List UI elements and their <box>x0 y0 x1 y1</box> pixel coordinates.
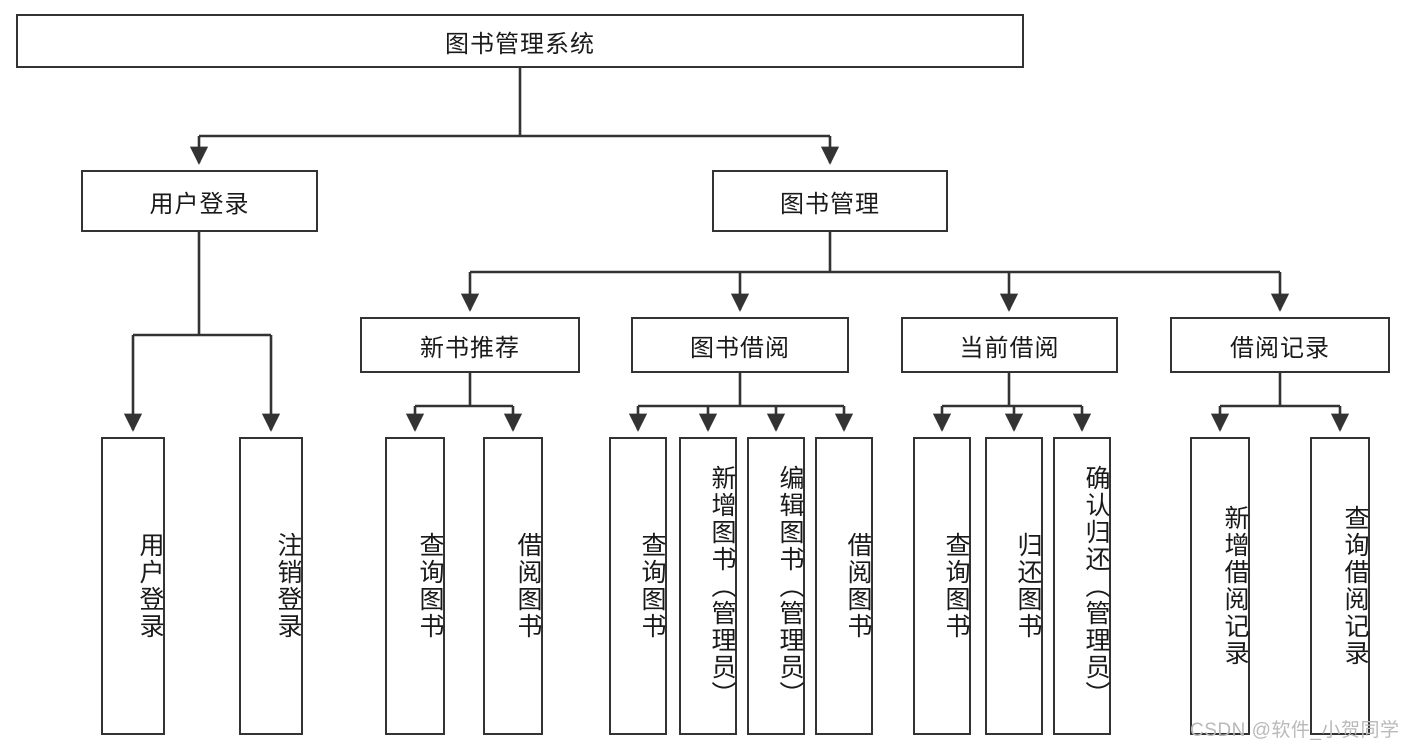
leaf-node[interactable]: 查询图书 <box>913 437 971 735</box>
leaf-node[interactable]: 查询图书 <box>609 437 667 735</box>
leaf-label: 新增借阅记录 <box>1221 505 1249 667</box>
node-user-login[interactable]: 用户登录 <box>81 170 318 232</box>
leaf-node[interactable]: 新增借阅记录 <box>1190 437 1250 735</box>
node-borrow-record[interactable]: 借阅记录 <box>1170 317 1390 373</box>
leaf-label: 借阅图书 <box>514 532 542 640</box>
leaf-node[interactable]: 借阅图书 <box>483 437 543 735</box>
node-root-system[interactable]: 图书管理系统 <box>16 14 1024 68</box>
leaf-label: 查询借阅记录 <box>1341 505 1369 667</box>
csdn-watermark: CSDN @软件_小贺同学 <box>1190 720 1400 741</box>
leaf-label: 编辑图书（管理员） <box>776 464 804 708</box>
leaf-node[interactable]: 注销登录 <box>239 437 303 735</box>
node-new-book-recommend[interactable]: 新书推荐 <box>360 317 580 373</box>
leaf-node[interactable]: 用户登录 <box>101 437 165 735</box>
leaf-node[interactable]: 新增图书（管理员） <box>679 437 737 735</box>
leaf-label: 用户登录 <box>136 532 164 640</box>
leaf-node[interactable]: 查询图书 <box>385 437 445 735</box>
leaf-node[interactable]: 确认归还（管理员） <box>1053 437 1111 735</box>
leaf-label: 查询图书 <box>416 532 444 640</box>
leaf-node[interactable]: 编辑图书（管理员） <box>747 437 805 735</box>
node-book-management[interactable]: 图书管理 <box>712 170 948 232</box>
node-book-borrow[interactable]: 图书借阅 <box>631 317 849 373</box>
leaf-label: 借阅图书 <box>844 532 872 640</box>
leaf-label: 确认归还（管理员） <box>1082 464 1110 708</box>
leaf-label: 查询图书 <box>942 532 970 640</box>
leaf-node[interactable]: 归还图书 <box>985 437 1043 735</box>
node-current-borrow[interactable]: 当前借阅 <box>901 317 1118 373</box>
leaf-label: 查询图书 <box>638 532 666 640</box>
leaf-node[interactable]: 借阅图书 <box>815 437 873 735</box>
leaf-label: 归还图书 <box>1014 532 1042 640</box>
leaf-label: 新增图书（管理员） <box>708 464 736 708</box>
leaf-node[interactable]: 查询借阅记录 <box>1310 437 1370 735</box>
leaf-label: 注销登录 <box>274 532 302 640</box>
